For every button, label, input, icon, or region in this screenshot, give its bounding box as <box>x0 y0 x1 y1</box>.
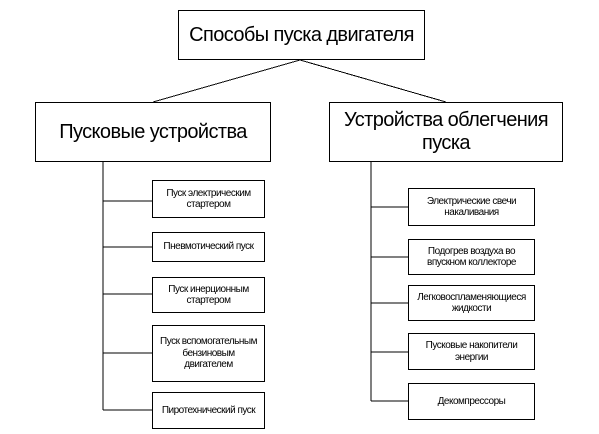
branch-node-start-aids: Устройства облегчения пуска <box>329 102 563 162</box>
root-to-left-connector <box>152 59 301 103</box>
leaf-node-electric-starter: Пуск электрическим стартером <box>152 180 265 218</box>
leaf-node-label: Пуск вспомогательным бензиновым двигател… <box>160 336 257 371</box>
leaf-node-label: Легковоспламеняющиеся жидкости <box>417 291 526 315</box>
branch-node-label: Устройства облегчения пуска <box>344 109 549 154</box>
leaf-node-inertia-starter: Пуск инерционным стартером <box>152 277 265 313</box>
leaf-node-label: Пусковые накопители энергии <box>425 340 518 363</box>
root-node-label: Способы пуска двигателя <box>189 23 414 46</box>
leaf-node-label: Пуск инерционным стартером <box>168 283 249 307</box>
leaf-node-pneumatic-start: Пневмотический пуск <box>152 232 265 262</box>
leaf-node-pyrotechnic-start: Пиротехнический пуск <box>152 392 265 429</box>
leaf-node-label: Пневмотический пуск <box>163 241 254 253</box>
leaf-node-auxiliary-engine: Пуск вспомогательным бензиновым двигател… <box>152 325 265 382</box>
leaf-node-label: Электрические свечи накаливания <box>426 195 517 219</box>
leaf-node-decompressors: Декомпрессоры <box>408 383 535 420</box>
leaf-node-intake-air-heating: Подогрев воздуха во впускном коллекторе <box>408 239 535 275</box>
leaf-node-label: Декомпрессоры <box>437 395 506 407</box>
leaf-node-label: Подогрев воздуха во впускном коллекторе <box>427 245 516 269</box>
leaf-node-flammable-liquids: Легковоспламеняющиеся жидкости <box>408 285 535 321</box>
root-to-right-connector <box>299 59 447 103</box>
leaf-node-label: Пуск электрическим стартером <box>166 187 251 211</box>
leaf-node-label: Пиротехнический пуск <box>161 404 256 416</box>
leaf-node-glow-plugs: Электрические свечи накаливания <box>408 188 535 226</box>
root-node: Способы пуска двигателя <box>178 10 425 60</box>
branch-node-label: Пусковые устройства <box>59 120 247 143</box>
branch-node-starting-devices: Пусковые устройства <box>35 102 271 162</box>
leaf-node-energy-accumulators: Пусковые накопители энергии <box>408 333 535 370</box>
